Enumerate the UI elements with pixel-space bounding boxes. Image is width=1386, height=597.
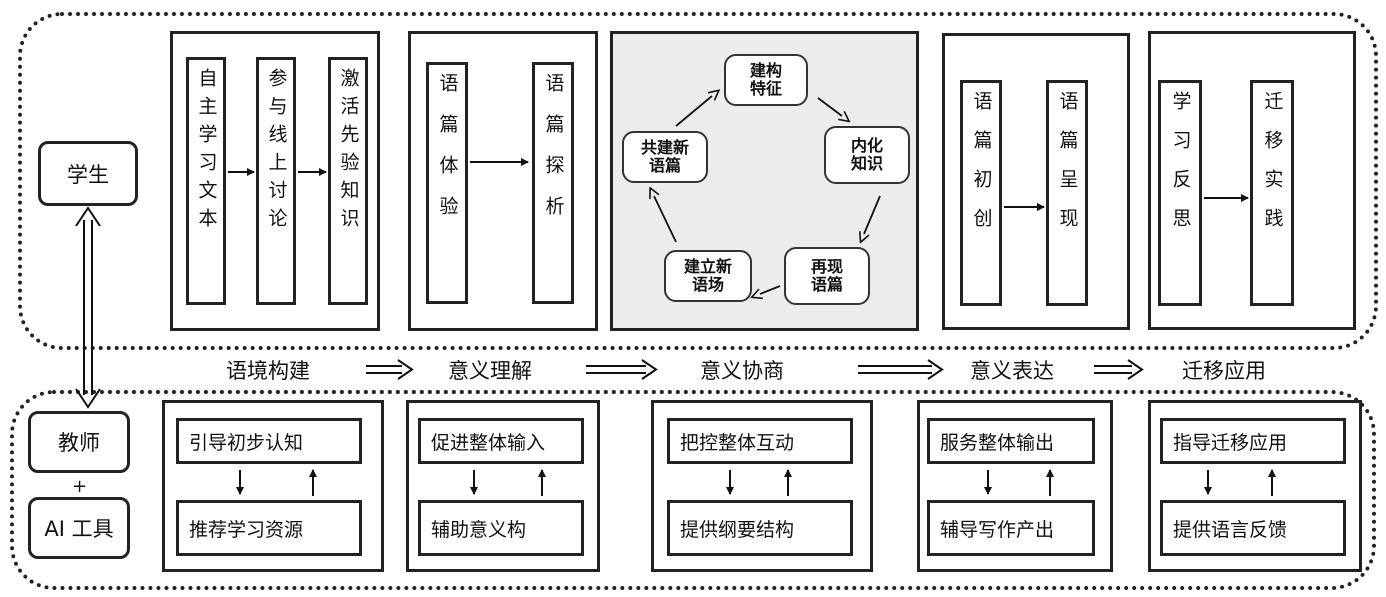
teacher-5-top-label: 指导迁移应用 <box>1173 431 1288 454</box>
context-step-2-label: 参与线上讨论 <box>265 68 288 236</box>
context-step-3: 激活先验知识 <box>328 57 368 305</box>
teacher-2-top-label: 促进整体输入 <box>431 431 546 454</box>
cycle-internalize-knowledge-label: 内化 知识 <box>850 135 883 173</box>
cycle-reproduce-discourse-label: 再现 语篇 <box>810 256 843 294</box>
teacher-3-bottom: 提供纲要结构 <box>667 500 853 556</box>
understanding-step-2-label: 语篇探析 <box>542 73 565 237</box>
stage-arrow-3 <box>858 359 944 380</box>
teacher-support-region <box>10 390 1376 590</box>
teacher-1-bottom: 推荐学习资源 <box>176 500 362 556</box>
ai-tools-label: AI 工具 <box>44 517 114 541</box>
teacher-2-bottom: 辅助意义构 <box>418 500 584 556</box>
cycle-build-features: 建构 特征 <box>724 54 808 106</box>
teacher-1-top: 引导初步认知 <box>176 418 362 464</box>
teacher-4-top: 服务整体输出 <box>927 418 1095 464</box>
teacher-4-bottom: 辅导写作产出 <box>927 500 1095 556</box>
teacher-2-bottom-label: 辅助意义构 <box>431 518 527 541</box>
stage-meaning-negotiation: 意义协商 <box>700 359 784 383</box>
student-label: 学生 <box>67 162 109 187</box>
understanding-step-2: 语篇探析 <box>532 62 574 304</box>
stage-arrow-1 <box>366 359 414 380</box>
teacher-5-top: 指导迁移应用 <box>1160 418 1346 464</box>
plus-sign: + <box>72 476 88 497</box>
ai-tools-box: AI 工具 <box>28 497 130 559</box>
transfer-step-1-label: 学习反思 <box>1169 91 1192 247</box>
teacher-2-top: 促进整体输入 <box>418 418 584 464</box>
teacher-4-top-label: 服务整体输出 <box>940 431 1055 454</box>
cycle-arrow-4 <box>654 196 677 243</box>
transfer-step-2: 迁移实践 <box>1250 80 1294 306</box>
teacher-label: 教师 <box>58 431 100 455</box>
expression-step-2-label: 语篇呈现 <box>1056 91 1079 247</box>
cycle-arrow-5 <box>675 96 712 127</box>
transfer-step-1: 学习反思 <box>1158 80 1202 306</box>
teacher-1-top-label: 引导初步认知 <box>189 431 304 454</box>
stage-arrow-4 <box>1094 359 1144 380</box>
understanding-step-1-label: 语篇体验 <box>436 73 459 237</box>
student-teacher-double-arrow <box>75 206 101 409</box>
cycle-co-construct-label: 共建新 语篇 <box>640 137 689 175</box>
stage-meaning-expression: 意义表达 <box>970 359 1054 383</box>
student-activity-region <box>18 12 1378 350</box>
stage-arrow-2 <box>586 359 658 380</box>
cycle-build-features-label: 建构 特征 <box>749 60 782 98</box>
cycle-arrow-3 <box>760 285 781 294</box>
teacher-5-bottom: 提供语言反馈 <box>1160 500 1346 556</box>
teacher-5-bottom-label: 提供语言反馈 <box>1173 518 1288 541</box>
stage-transfer-application: 迁移应用 <box>1182 359 1266 383</box>
context-step-1: 自主学习文本 <box>186 57 226 305</box>
understanding-step-1: 语篇体验 <box>426 62 468 304</box>
teacher-4-bottom-label: 辅导写作产出 <box>940 518 1055 541</box>
cycle-co-construct: 共建新 语篇 <box>622 131 708 183</box>
teacher-3-top: 把控整体互动 <box>667 418 853 464</box>
cycle-arrow-1 <box>817 97 842 116</box>
context-step-3-label: 激活先验知识 <box>337 68 360 236</box>
teacher-3-top-label: 把控整体互动 <box>680 431 795 454</box>
expression-step-1-label: 语篇初创 <box>970 91 993 247</box>
cycle-new-field-label: 建立新 语场 <box>683 256 732 294</box>
student-box: 学生 <box>38 141 138 206</box>
cycle-reproduce-discourse: 再现 语篇 <box>784 247 870 305</box>
teacher-1-bottom-label: 推荐学习资源 <box>189 518 304 541</box>
teacher-3-bottom-label: 提供纲要结构 <box>680 518 795 541</box>
context-step-1-label: 自主学习文本 <box>195 68 218 236</box>
expression-step-2: 语篇呈现 <box>1046 80 1088 306</box>
context-step-2: 参与线上讨论 <box>256 57 296 305</box>
stage-context-building: 语境构建 <box>226 359 310 383</box>
teacher-box: 教师 <box>28 411 130 473</box>
cycle-arrow-2 <box>864 195 881 234</box>
stage-meaning-understanding: 意义理解 <box>448 359 532 383</box>
expression-step-1: 语篇初创 <box>960 80 1002 306</box>
cycle-internalize-knowledge: 内化 知识 <box>824 126 910 184</box>
transfer-step-2-label: 迁移实践 <box>1261 91 1284 247</box>
cycle-new-field: 建立新 语场 <box>664 250 752 302</box>
